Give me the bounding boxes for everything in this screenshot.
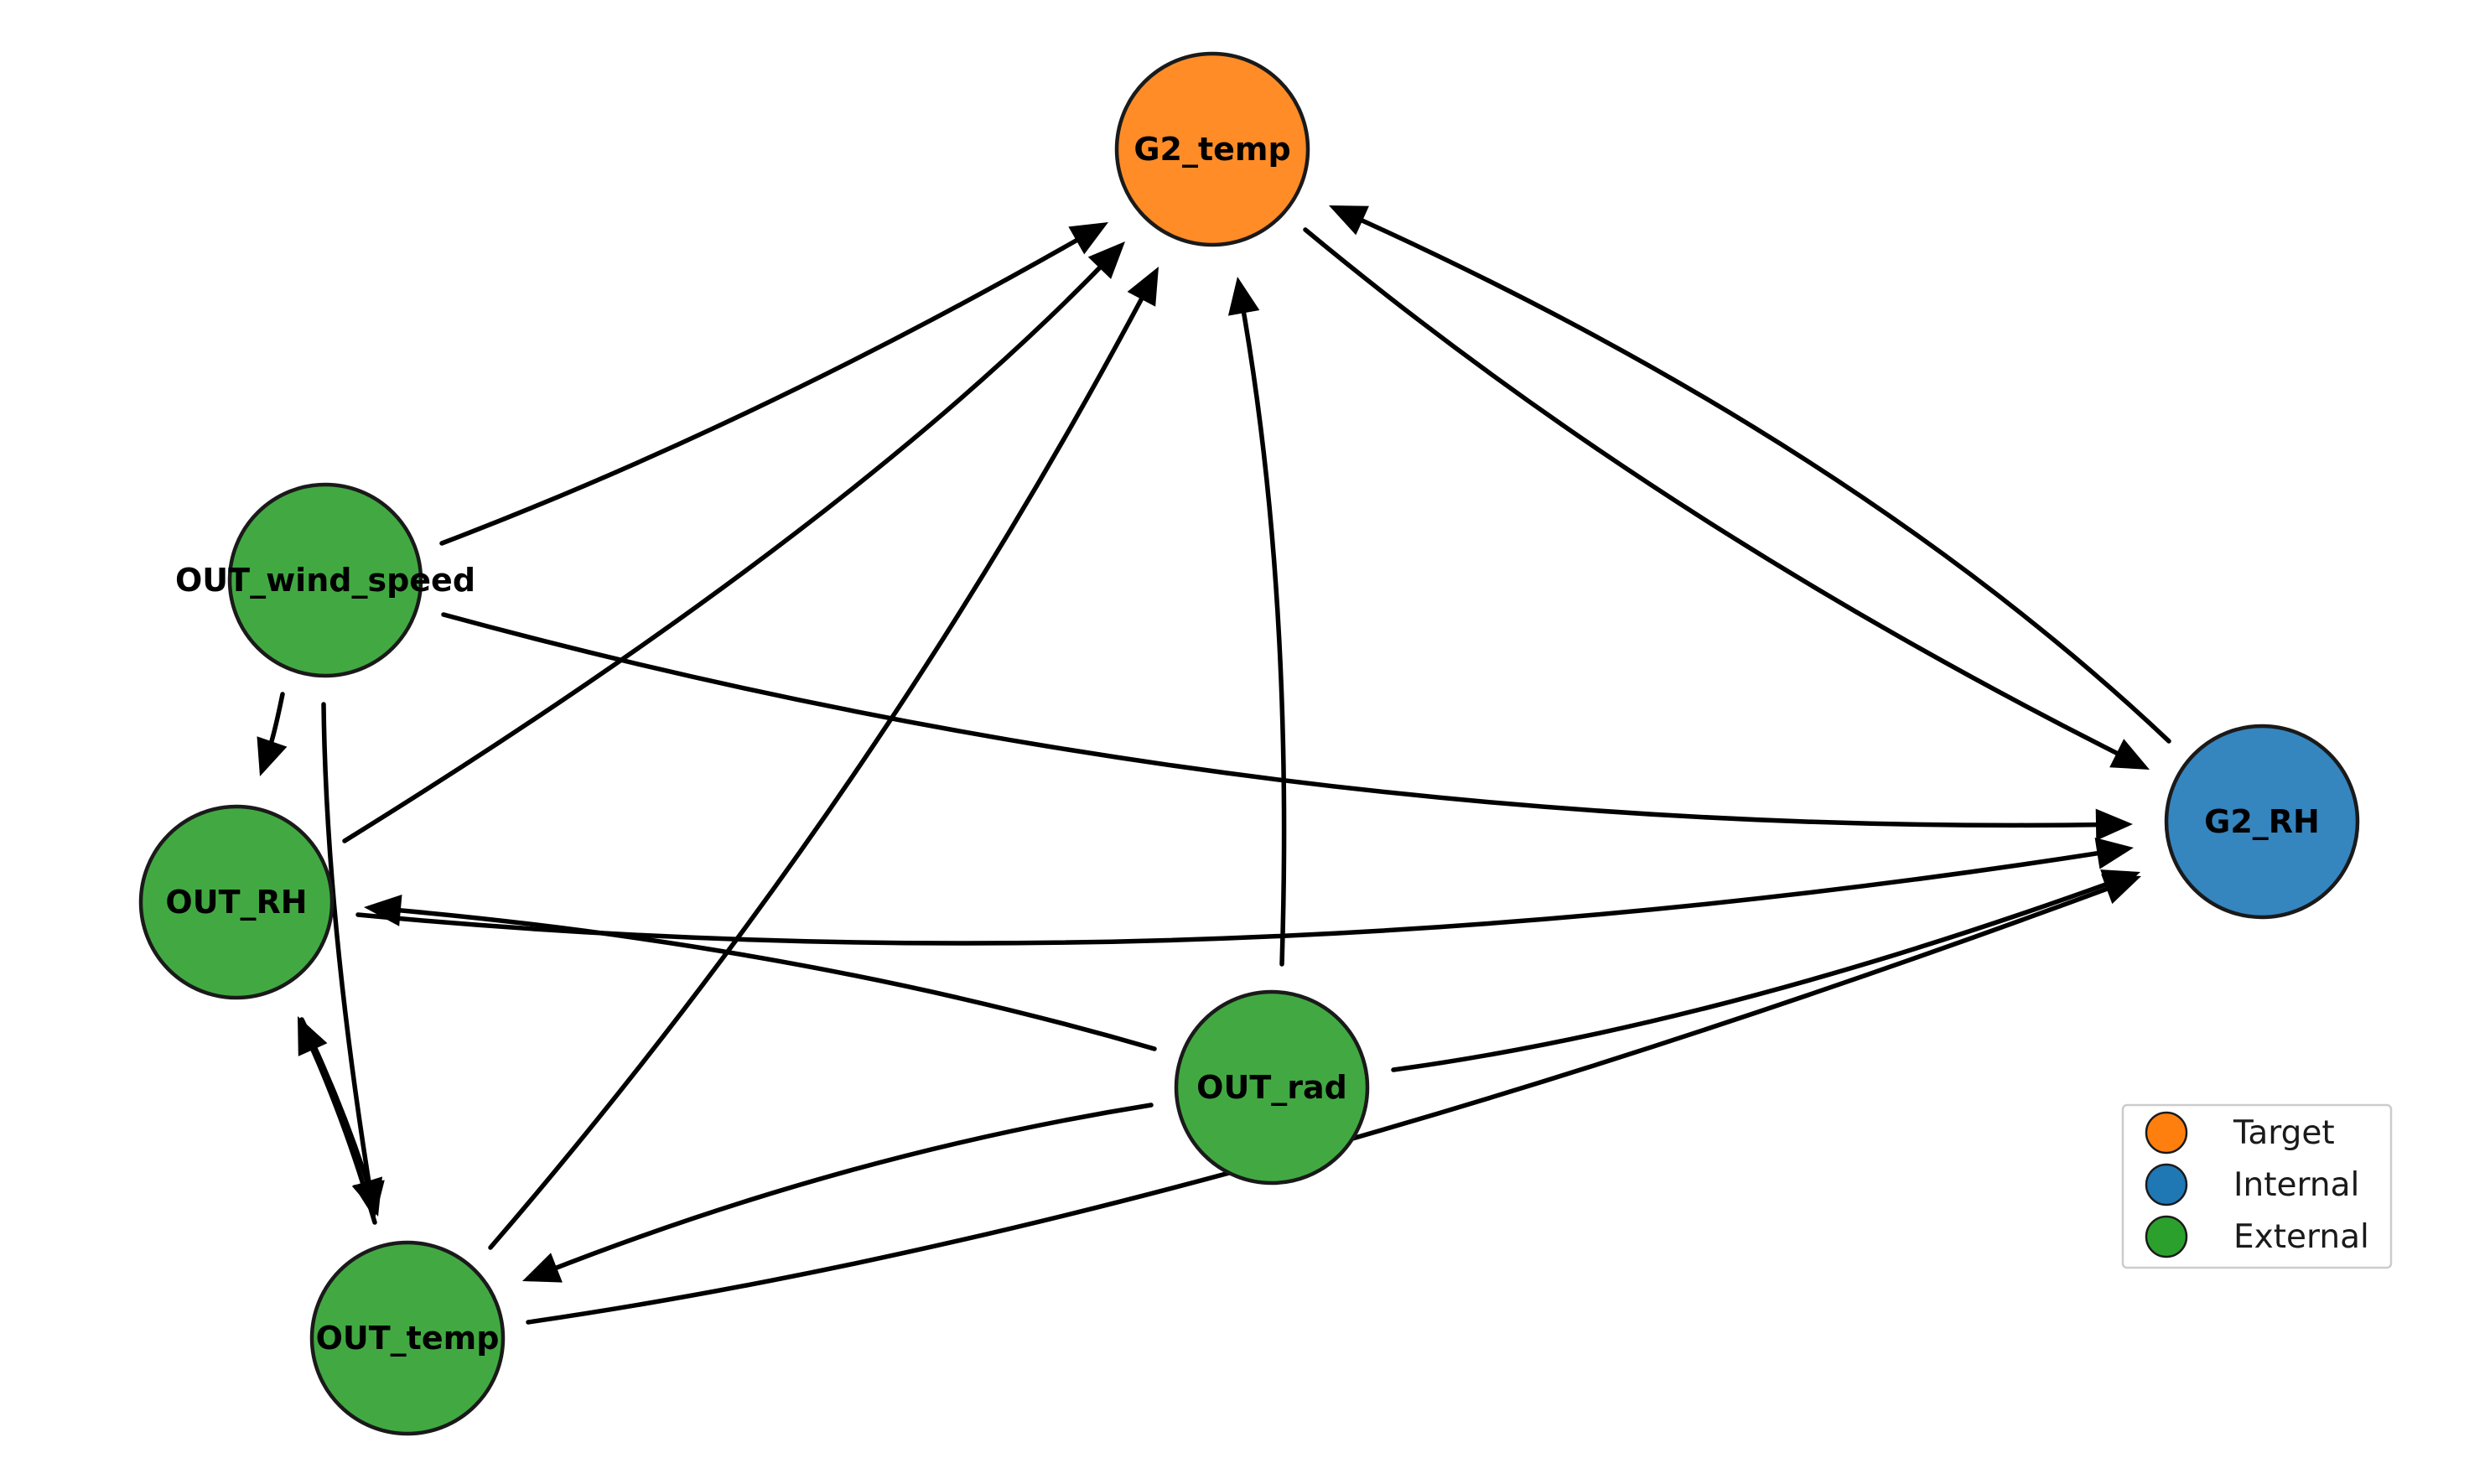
node-circle [138, 804, 335, 1000]
edge-out-wind-speed-to-g2-rh [441, 612, 2133, 841]
node-circle [1114, 51, 1310, 247]
node-circle [1174, 989, 1370, 1186]
legend-swatch-internal [2145, 1163, 2188, 1206]
node-label: OUT_wind_speed [175, 562, 475, 599]
edge-out-rad-to-out-rh [364, 894, 1157, 1051]
node-label: OUT_rad [1196, 1069, 1347, 1106]
edge-line [1391, 878, 2119, 1072]
edge-out-rad-to-out-temp [522, 1103, 1154, 1283]
legend-item-internal: Internal [2145, 1163, 2359, 1206]
edge-out-temp-to-g2-temp [488, 267, 1159, 1250]
edge-g2-rh-to-g2-temp [1329, 205, 2171, 744]
arrowhead-icon [298, 1016, 328, 1056]
legend: Target Internal External [2121, 1103, 2393, 1269]
node-circle [227, 482, 423, 678]
edge-line [1239, 298, 1287, 967]
arrowhead-icon [1329, 205, 1369, 236]
edge-out-rad-to-g2-temp [1227, 277, 1287, 967]
node-out-rh[interactable]: OUT_RH [138, 804, 335, 1000]
arrowhead-icon [2109, 739, 2150, 770]
node-g2-temp[interactable]: G2_temp [1114, 51, 1310, 247]
edge-line [355, 848, 2112, 946]
node-label: OUT_RH [165, 884, 307, 921]
legend-label-external: External [2233, 1218, 2369, 1256]
arrowhead-icon [2095, 808, 2133, 841]
node-out-wind-speed[interactable]: OUT_wind_speed [175, 482, 475, 678]
edge-line [488, 286, 1149, 1250]
node-label: G2_RH [2204, 803, 2320, 840]
edge-line [1303, 227, 2129, 761]
arrowhead-icon [1227, 277, 1260, 316]
edge-line [342, 257, 1110, 843]
edge-out-wind-speed-to-g2-temp [439, 222, 1108, 546]
edge-out-rh-to-g2-rh [355, 838, 2134, 946]
node-g2-rh[interactable]: G2_RH [2164, 724, 2360, 920]
edge-g2-temp-to-g2-rh [1303, 227, 2150, 770]
legend-item-target: Target [2145, 1111, 2335, 1155]
edge-out-wind-speed-to-out-rh [257, 692, 288, 776]
node-out-temp[interactable]: OUT_temp [309, 1240, 506, 1436]
node-out-rad[interactable]: OUT_rad [1174, 989, 1370, 1186]
legend-label-internal: Internal [2233, 1166, 2359, 1204]
legend-swatch-target [2145, 1111, 2188, 1155]
legend-swatch-external [2145, 1215, 2188, 1258]
arrowhead-icon [364, 894, 402, 926]
edge-line [386, 906, 1157, 1051]
legend-frame [2121, 1103, 2393, 1269]
legend-label-target: Target [2233, 1114, 2335, 1152]
arrowhead-icon [2101, 874, 2141, 905]
edge-out-temp-to-out-rh [298, 1016, 377, 1225]
node-label: G2_temp [1133, 131, 1290, 168]
edge-line [321, 702, 374, 1197]
arrowhead-icon [257, 736, 288, 776]
edge-line [439, 232, 1089, 546]
legend-item-external: External [2145, 1215, 2369, 1258]
arrowhead-icon [1127, 267, 1159, 307]
edge-out-rh-to-g2-temp [342, 241, 1125, 843]
arrowhead-icon [1068, 222, 1108, 255]
edge-line [1349, 213, 2171, 744]
node-circle [2164, 724, 2360, 920]
arrowhead-icon [522, 1253, 563, 1283]
node-label: OUT_temp [316, 1320, 500, 1357]
node-circle [309, 1240, 506, 1436]
arrowhead-icon [2094, 838, 2134, 869]
edge-line [543, 1103, 1154, 1274]
edge-line [305, 1036, 377, 1225]
arrowhead-icon [1087, 241, 1125, 279]
edges-layer [257, 205, 2171, 1325]
edge-line [441, 612, 2110, 828]
